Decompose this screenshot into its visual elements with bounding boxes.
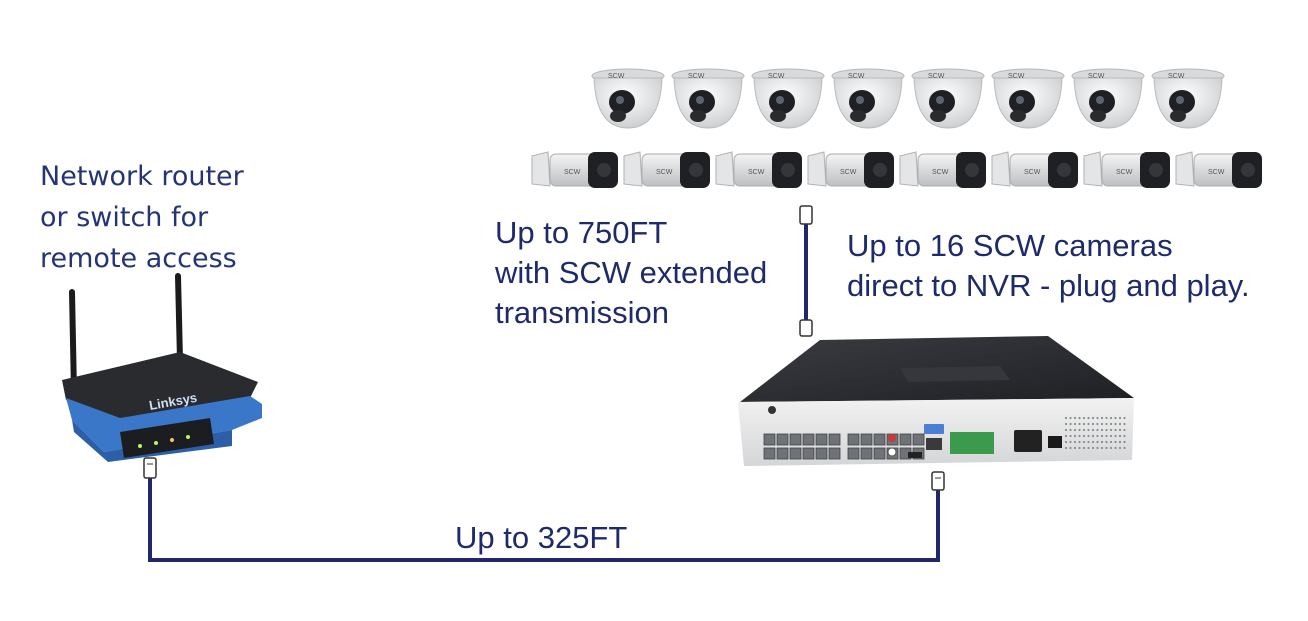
bullet-camera: SCW xyxy=(991,151,1078,188)
bullet-camera: SCW xyxy=(531,151,618,188)
connector-nvr-bottom xyxy=(931,471,945,491)
dome-camera-brand: SCW xyxy=(1008,73,1025,80)
router-label: Network router or switch for remote acce… xyxy=(40,161,244,274)
bullet-camera-brand: SCW xyxy=(748,169,765,176)
bullet-camera-brand: SCW xyxy=(1024,169,1041,176)
nvr-recorder xyxy=(738,336,1134,466)
dome-camera-brand: SCW xyxy=(608,73,625,80)
ethernet-port xyxy=(763,447,776,460)
nvr-vents xyxy=(1064,416,1126,450)
cables xyxy=(143,205,945,562)
bullet-camera: SCW xyxy=(1175,151,1262,188)
ethernet-port xyxy=(802,447,815,460)
ethernet-port xyxy=(815,447,828,460)
dome-camera: SCW xyxy=(591,68,665,129)
bottom-cable-label: Up to 325FT xyxy=(455,520,628,555)
connector-camera-top xyxy=(799,205,813,225)
dome-camera: SCW xyxy=(831,68,905,129)
dome-camera: SCW xyxy=(911,68,985,129)
dome-camera: SCW xyxy=(1071,68,1145,129)
bullet-camera-brand: SCW xyxy=(656,169,673,176)
connector-router xyxy=(143,457,157,479)
bullet-camera: SCW xyxy=(715,151,802,188)
dome-camera-brand: SCW xyxy=(928,73,945,80)
dome-camera-brand: SCW xyxy=(1168,73,1185,80)
dome-camera-brand: SCW xyxy=(1088,73,1105,80)
ethernet-port xyxy=(860,433,873,446)
ethernet-port xyxy=(763,433,776,446)
bullet-camera: SCW xyxy=(623,151,710,188)
router-to-nvr-cable xyxy=(148,478,940,562)
dome-camera: SCW xyxy=(991,68,1065,129)
dome-camera-brand: SCW xyxy=(768,73,785,80)
bullet-camera-brand: SCW xyxy=(840,169,857,176)
ethernet-port xyxy=(873,447,886,460)
dome-camera: SCW xyxy=(1151,68,1225,129)
bullet-camera-brand: SCW xyxy=(564,169,581,176)
ethernet-port xyxy=(873,433,886,446)
bullet-camera: SCW xyxy=(899,151,986,188)
dome-camera-row: SCW SCW SCW SCW SCW SCW SCW SCW xyxy=(591,68,1225,129)
dome-camera-brand: SCW xyxy=(688,73,705,80)
ethernet-port xyxy=(899,433,912,446)
ethernet-port xyxy=(815,433,828,446)
ethernet-port xyxy=(776,447,789,460)
ethernet-port xyxy=(828,447,841,460)
ethernet-port xyxy=(776,433,789,446)
ethernet-port xyxy=(789,433,802,446)
bullet-camera: SCW xyxy=(1083,151,1170,188)
extended-transmission-label: Up to 750FT with SCW extended transmissi… xyxy=(495,215,768,330)
ethernet-port xyxy=(847,447,860,460)
connector-nvr-top xyxy=(799,319,813,337)
bullet-camera-brand: SCW xyxy=(1116,169,1133,176)
ethernet-port xyxy=(789,447,802,460)
bullet-camera-brand: SCW xyxy=(1208,169,1225,176)
ethernet-port xyxy=(860,447,873,460)
cameras-label: Up to 16 SCW cameras direct to NVR - plu… xyxy=(847,228,1250,303)
bullet-camera-row: SCW SCW SCW SCW SCW SCW SCW SCW xyxy=(531,151,1262,188)
router: Linksys xyxy=(62,273,262,462)
dome-camera-brand: SCW xyxy=(848,73,865,80)
dome-camera: SCW xyxy=(671,68,745,129)
ethernet-port xyxy=(912,433,925,446)
ethernet-port xyxy=(802,433,815,446)
dome-camera: SCW xyxy=(751,68,825,129)
ethernet-port xyxy=(828,433,841,446)
ethernet-port xyxy=(847,433,860,446)
bullet-camera-brand: SCW xyxy=(932,169,949,176)
bullet-camera: SCW xyxy=(807,151,894,188)
